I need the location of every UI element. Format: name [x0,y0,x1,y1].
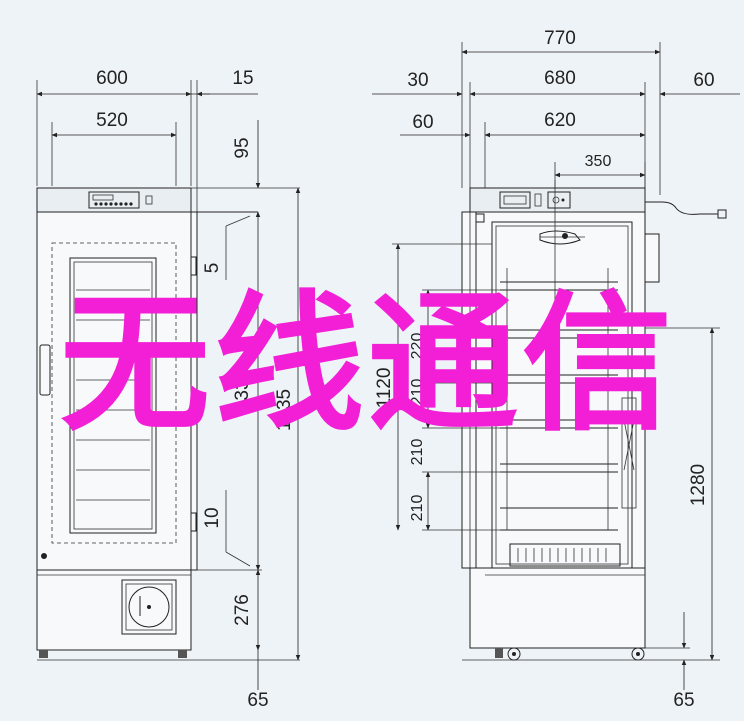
front-view: 600 15 520 95 5 1335 1835 10 276 65 [36,68,301,711]
dim-right-offset: 60 [693,70,714,91]
dim-shelf-pitch-2: 210 [409,379,426,406]
dim-inner-height-side: 1120 [374,368,395,409]
dim-top-gap: 95 [232,137,253,158]
front-cabinet-body [36,187,192,651]
side-cabinet-body [469,187,646,649]
dim-cabinet-height: 1280 [688,464,709,506]
front-glass-door [69,257,157,534]
power-cord [645,201,718,215]
dim-shelf-pitch-4: 210 [409,495,426,522]
front-foot-left [39,650,48,658]
front-door-handle [39,344,51,396]
side-shelves [500,268,618,531]
front-foot-right [178,650,187,658]
dim-inner-height: 1335 [232,369,253,411]
side-bottom-grille [509,543,621,567]
dim-left-offset: 30 [407,70,428,91]
dim-shelf-depth: 350 [585,153,612,170]
side-view: 770 30 680 60 60 620 350 1120 220 210 21… [372,28,740,711]
dim-width-total: 600 [96,68,128,89]
dim-shelf-pitch-3: 210 [409,439,426,466]
dim-foot-right: 65 [673,690,694,711]
front-lock-icon [41,553,47,559]
dim-total-height: 1835 [274,389,295,431]
dim-front-offset: 60 [412,112,433,133]
dim-door-gap-top: 5 [202,263,223,274]
dim-depth-total: 770 [544,28,576,49]
dim-foot-left: 65 [247,690,268,711]
side-rear-unit [644,233,660,283]
dim-base-height: 276 [232,594,253,626]
dim-depth-inner: 620 [544,110,576,131]
dim-depth-body: 680 [544,68,576,89]
dim-door-gap-bottom: 10 [202,507,223,528]
dim-width-side: 15 [232,68,253,89]
front-chart-recorder [121,579,177,635]
dim-shelf-pitch-1: 220 [409,333,426,360]
dim-width-inner: 520 [96,110,128,131]
overlay-title: 无线通信 [60,278,677,452]
front-controller-display [88,191,140,209]
side-door-panel [461,211,477,569]
